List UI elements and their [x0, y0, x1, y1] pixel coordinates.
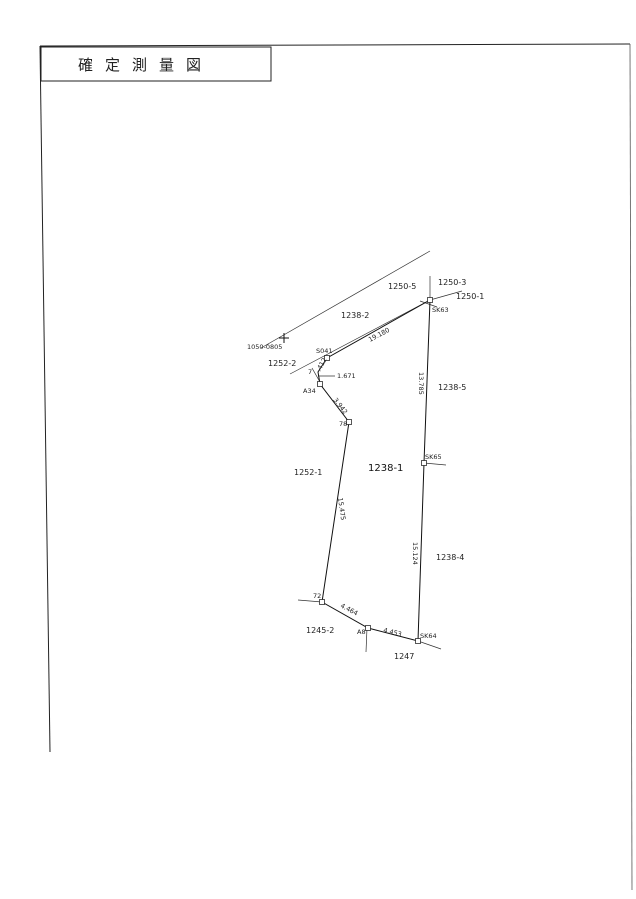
title-box: 確定測量図	[40, 46, 272, 82]
distance-right-upper: 13.785	[417, 372, 425, 395]
point-label-7: 7	[308, 368, 312, 376]
distance-right-lower: 15.124	[411, 542, 419, 565]
distance-short-1: 3.942	[331, 396, 349, 416]
distance-short-3: 1.671	[337, 372, 356, 380]
parcel-label-1238-1: 1238-1	[368, 463, 403, 474]
point-label-78: 78	[339, 420, 347, 428]
parcel-label-1252-1: 1252-1	[294, 468, 322, 477]
line-a8-spur	[365, 627, 368, 653]
marker-a8	[365, 625, 371, 631]
marker-78	[346, 419, 352, 425]
line-1250-1-spur	[429, 290, 463, 301]
marker-sk63	[427, 297, 433, 303]
distance-bottom-right: 4.453	[383, 626, 403, 638]
parcel-label-1250-3: 1250-3	[438, 278, 466, 287]
point-label-sk64: SK64	[420, 632, 437, 640]
point-label-sk63: SK63	[432, 306, 449, 314]
line-72-spur	[297, 599, 323, 603]
parcel-label-1247: 1247	[394, 652, 414, 661]
benchmark-label: 1050-0805	[247, 343, 282, 351]
point-label-s041: S041	[316, 347, 333, 355]
distance-bottom-left: 4.464	[339, 602, 359, 618]
marker-a34	[317, 381, 323, 387]
point-label-72: 72	[313, 592, 321, 600]
page-left-border	[39, 45, 51, 753]
point-label-a8: A8	[357, 628, 366, 636]
parcel-label-1238-4: 1238-4	[436, 553, 464, 562]
distance-left: 15.475	[336, 497, 347, 521]
marker-s041	[324, 355, 330, 361]
marker-sk65	[421, 460, 427, 466]
parcel-label-1238-2: 1238-2	[341, 311, 369, 320]
marker-sk64	[415, 638, 421, 644]
benchmark-cross-icon	[279, 333, 289, 343]
parcel-label-1250-1: 1250-1	[456, 292, 484, 301]
line-a34-stub	[311, 367, 321, 383]
parcel-label-1252-2: 1252-2	[268, 359, 296, 368]
line-sk64-spur	[417, 640, 442, 650]
line-road-top	[260, 250, 431, 349]
parcel-label-1245-2: 1245-2	[306, 626, 334, 635]
title-text: 確定測量図	[78, 56, 213, 74]
point-label-a34: A34	[303, 387, 316, 395]
point-label-sk65: SK65	[425, 453, 442, 461]
parcel-1238-1-outline	[317, 299, 431, 642]
page-top-border	[39, 43, 631, 47]
marker-72	[319, 599, 325, 605]
survey-points	[317, 297, 433, 644]
line-sk65-spur	[423, 462, 447, 466]
page-right-edge	[629, 43, 633, 891]
parcel-label-1238-5: 1238-5	[438, 383, 466, 392]
line-1238-2-boundary	[289, 299, 431, 375]
line-sk63-spur	[419, 300, 438, 308]
parcel-label-1250-5: 1250-5	[388, 282, 416, 291]
neighbor-lines	[260, 250, 463, 653]
